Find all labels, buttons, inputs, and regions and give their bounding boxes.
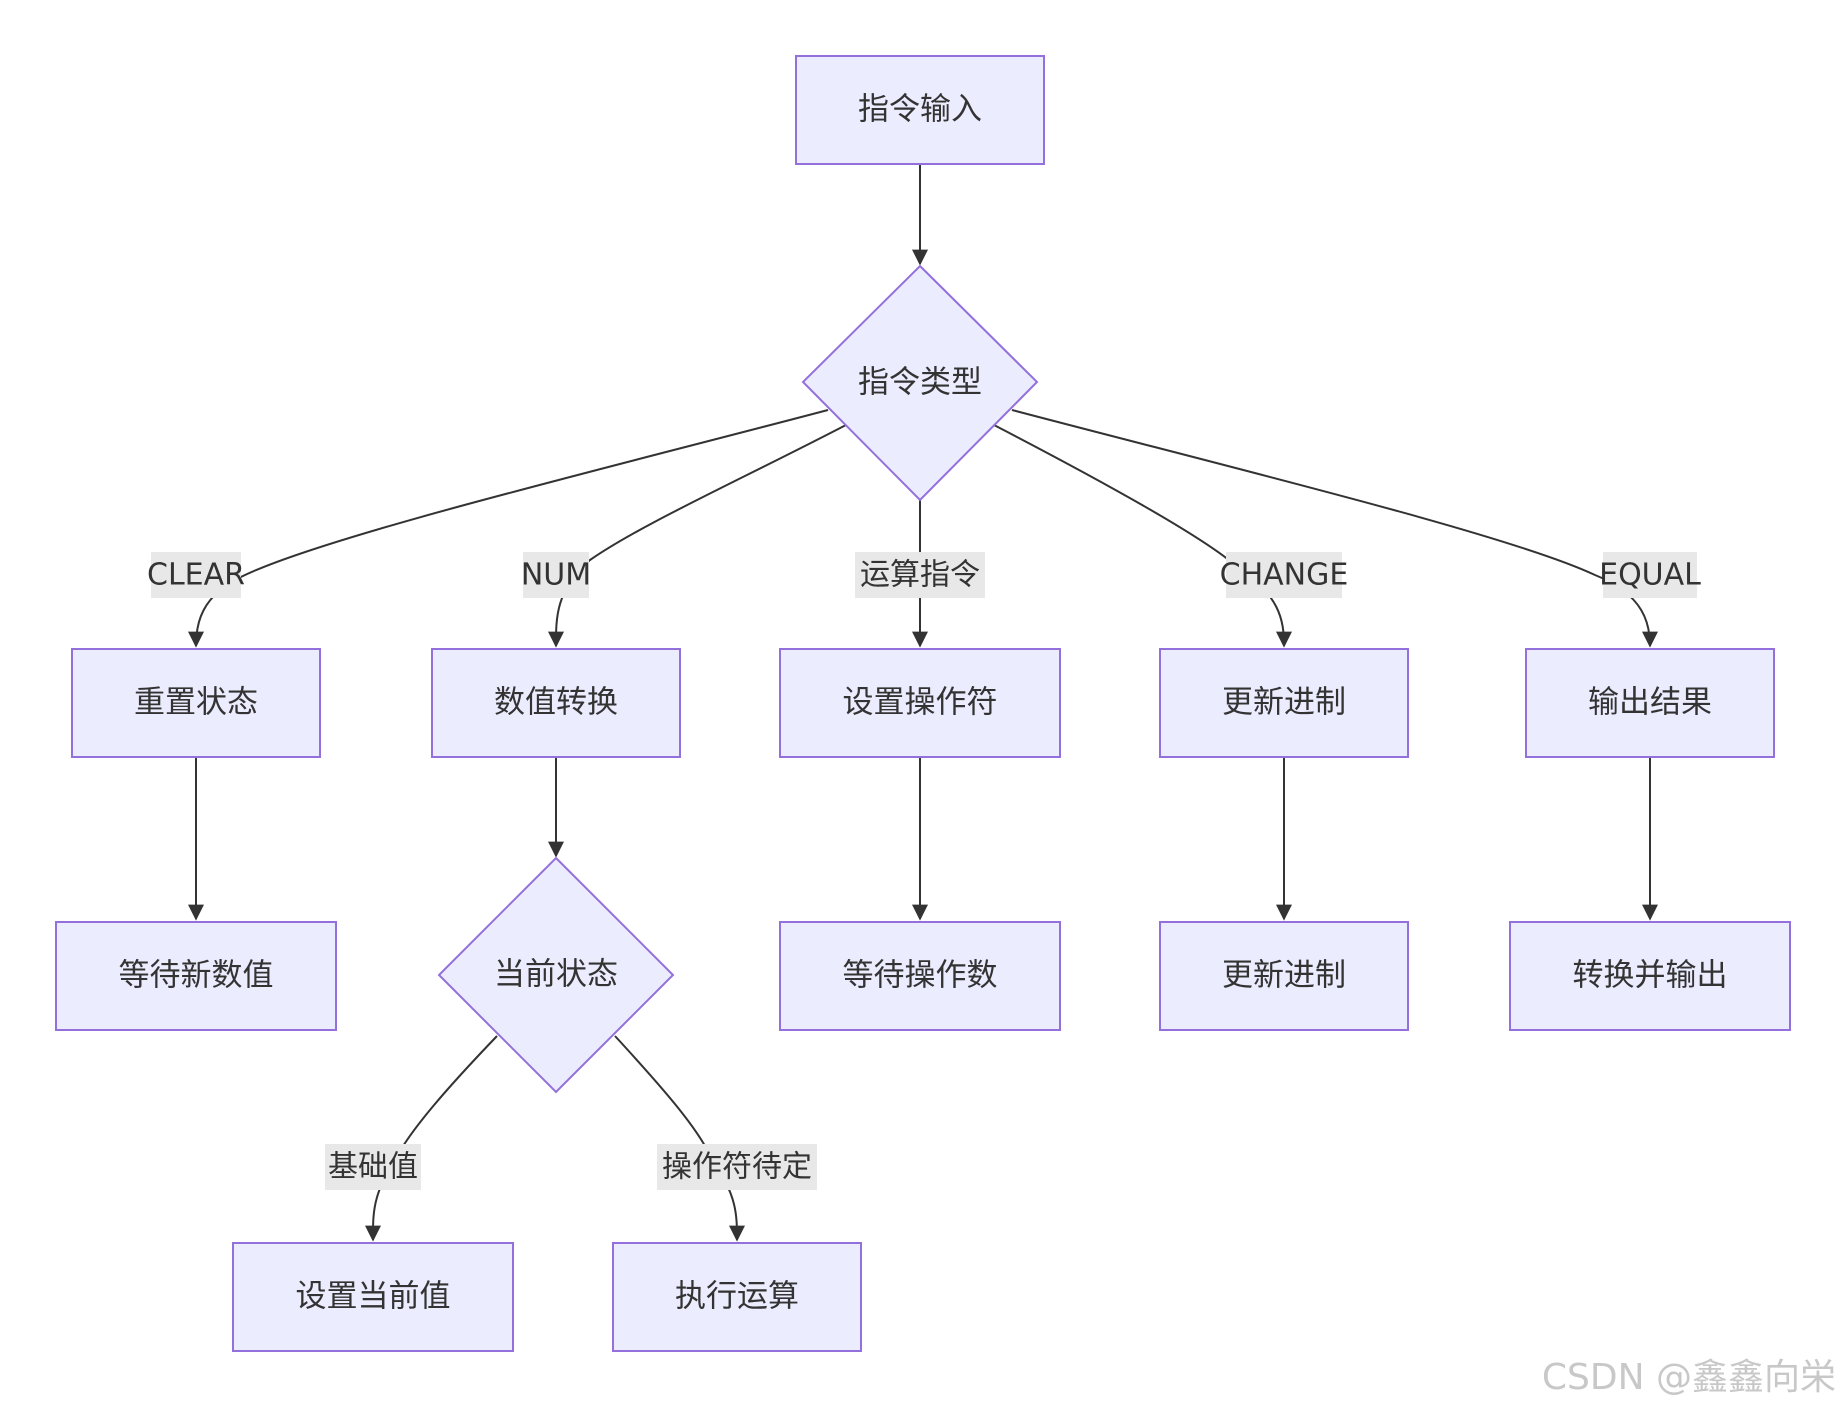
nodes: 指令输入 指令类型 重置状态 数值转换 设置操作符 更新进制 输出结果 [55, 55, 1791, 1352]
node-type-decision: 指令类型 [801, 264, 1039, 502]
node-reset: 重置状态 [71, 648, 321, 758]
edge-label-clear-text: CLEAR [147, 558, 245, 593]
node-output: 输出结果 [1525, 648, 1775, 758]
edge-type-updbase [993, 424, 1292, 648]
edge-label-clear: CLEAR [147, 552, 245, 598]
node-input-label: 指令输入 [858, 92, 982, 128]
node-convert-label: 数值转换 [494, 685, 618, 721]
node-setop-label: 设置操作符 [843, 685, 998, 721]
node-state-decision: 当前状态 [437, 856, 675, 1094]
edge-labels: CLEAR NUM 运算指令 CHANGE EQUAL 基础值 操作符待定 [147, 552, 1701, 1190]
edge-label-base-text: 基础值 [328, 1150, 418, 1185]
edge-label-equal-text: EQUAL [1599, 558, 1701, 593]
edge-label-change-text: CHANGE [1220, 558, 1349, 593]
edge-label-pending-text: 操作符待定 [662, 1150, 812, 1185]
node-convert: 数值转换 [431, 648, 681, 758]
node-exec-label: 执行运算 [675, 1279, 799, 1315]
edge-label-op: 运算指令 [855, 552, 985, 598]
edge-label-pending: 操作符待定 [657, 1144, 817, 1190]
edge-type-convert [547, 424, 847, 648]
edge-state-setcur [364, 1035, 498, 1242]
node-updbase-label: 更新进制 [1222, 685, 1346, 721]
node-convout: 转换并输出 [1509, 921, 1791, 1031]
edge-label-op-text: 运算指令 [860, 558, 980, 593]
edge-label-base: 基础值 [325, 1144, 421, 1190]
node-updbase2-label: 更新进制 [1222, 958, 1346, 994]
edge-label-num-text: NUM [521, 558, 591, 593]
node-reset-label: 重置状态 [134, 685, 258, 721]
node-exec: 执行运算 [612, 1242, 862, 1352]
node-output-label: 输出结果 [1588, 685, 1712, 721]
node-state-label: 当前状态 [494, 957, 618, 993]
edge-label-num: NUM [521, 552, 591, 598]
node-convout-label: 转换并输出 [1573, 958, 1728, 994]
node-input: 指令输入 [795, 55, 1045, 165]
node-waitop: 等待操作数 [779, 921, 1061, 1031]
node-setcur: 设置当前值 [232, 1242, 514, 1352]
node-updbase: 更新进制 [1159, 648, 1409, 758]
node-setcur-label: 设置当前值 [296, 1279, 451, 1315]
node-updbase2: 更新进制 [1159, 921, 1409, 1031]
node-waitnum: 等待新数值 [55, 921, 337, 1031]
edge-label-change: CHANGE [1220, 552, 1349, 598]
edge-state-exec [614, 1035, 745, 1242]
node-type-label: 指令类型 [858, 365, 982, 401]
node-setop: 设置操作符 [779, 648, 1061, 758]
watermark: CSDN @鑫鑫向栄 [1541, 1357, 1836, 1398]
edge-label-equal: EQUAL [1599, 552, 1701, 598]
edge-type-reset [188, 409, 829, 648]
edge-type-output [1011, 409, 1658, 648]
node-waitnum-label: 等待新数值 [119, 958, 274, 994]
node-waitop-label: 等待操作数 [843, 958, 998, 994]
